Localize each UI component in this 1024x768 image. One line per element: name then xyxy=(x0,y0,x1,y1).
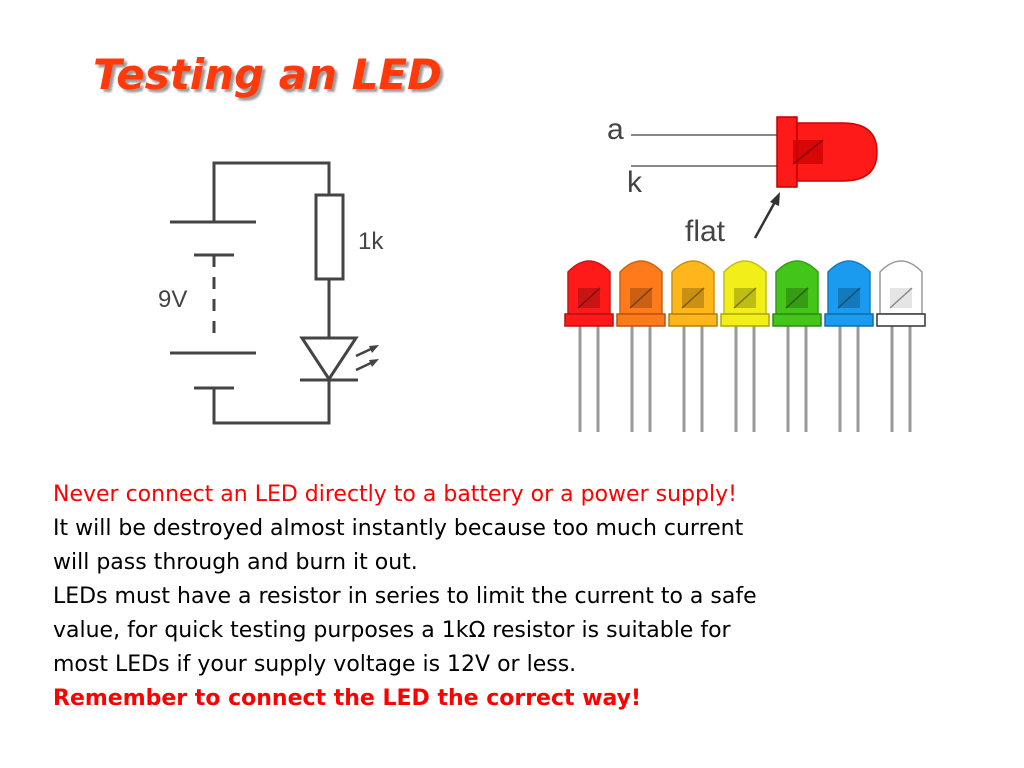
anode-label: a xyxy=(607,113,624,146)
led-yellow xyxy=(720,260,770,432)
warning-text: Never connect an LED directly to a batte… xyxy=(53,482,737,507)
cathode-label: k xyxy=(627,166,643,199)
text-line: most LEDs if your supply voltage is 12V … xyxy=(53,652,577,677)
slide-title: Testing an LED xyxy=(93,50,442,99)
led-blue xyxy=(824,260,874,432)
led-white xyxy=(876,260,926,432)
led-orange xyxy=(616,260,666,432)
led-green xyxy=(772,260,822,432)
led-amber xyxy=(668,260,718,432)
circuit-diagram: 9V 1k xyxy=(158,161,384,425)
text-line: It will be destroyed almost instantly be… xyxy=(53,516,744,541)
led-color-row xyxy=(564,260,926,432)
reminder-text: Remember to connect the LED the correct … xyxy=(53,686,642,711)
diode-triangle xyxy=(299,336,359,382)
text-line: will pass through and burn it out. xyxy=(53,550,418,575)
battery-label: 9V xyxy=(158,286,187,313)
led-pinout-diagram: a k flat xyxy=(607,113,878,248)
led-side-body xyxy=(794,122,878,182)
resistor-label: 1k xyxy=(358,228,384,255)
explanation-text: Never connect an LED directly to a batte… xyxy=(53,478,953,716)
text-line: value, for quick testing purposes a 1kΩ … xyxy=(53,618,731,643)
flat-label: flat xyxy=(685,215,726,248)
resistor-symbol xyxy=(314,193,345,281)
led-red xyxy=(564,260,614,432)
text-line: LEDs must have a resistor in series to l… xyxy=(53,584,757,609)
